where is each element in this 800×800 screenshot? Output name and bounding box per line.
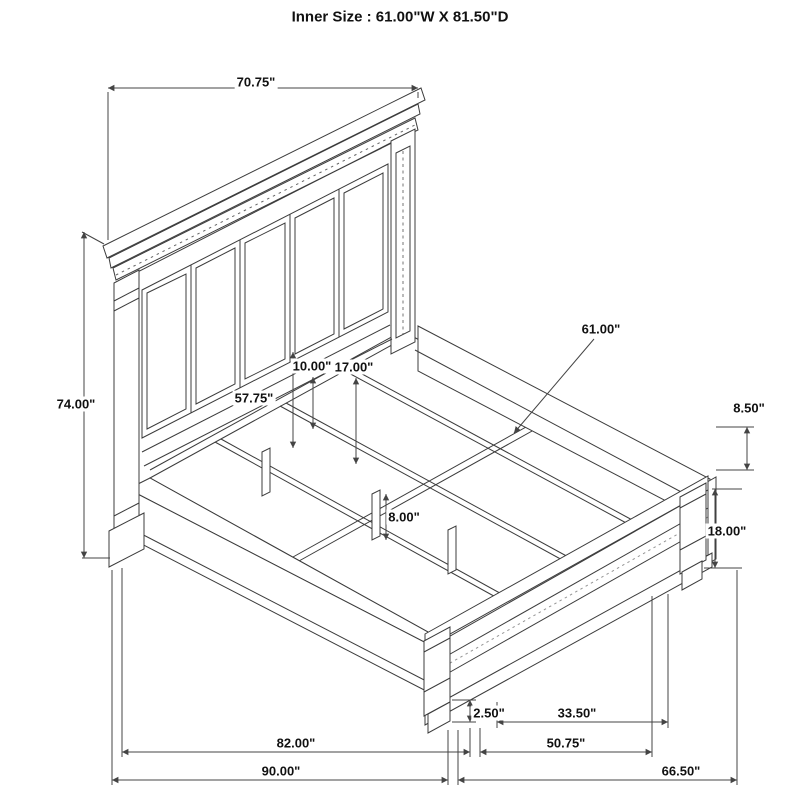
headboard-crown <box>102 87 426 283</box>
dim-label-footboard-inner: 33.50" <box>555 705 599 721</box>
slat-legs <box>261 447 457 575</box>
dim-label-side-rail-height: 8.50" <box>731 400 767 416</box>
dim-label-overall-depth: 90.00" <box>259 763 303 779</box>
dim-label-foot-base-height: 2.50" <box>471 705 507 721</box>
dim-label-side-rail-length: 82.00" <box>274 735 318 751</box>
bed-frame <box>102 87 717 734</box>
side-rails <box>126 325 711 695</box>
dim-label-footboard-width: 50.75" <box>544 735 588 751</box>
diagram-title: Inner Size : 61.00"W X 81.50"D <box>291 8 509 26</box>
headboard-right-post <box>390 128 416 355</box>
dim-label-leg-height: 8.00" <box>386 509 422 525</box>
footboard <box>423 475 717 734</box>
dim-label-inner-width: 61.00" <box>579 321 623 337</box>
dim-label-headboard-height: 74.00" <box>54 396 98 412</box>
dim-label-clearance-10: 10.00" <box>290 358 334 374</box>
headboard-left-post <box>108 269 145 568</box>
dim-label-overall-width: 66.50" <box>659 763 703 779</box>
dim-label-footboard-height: 18.00" <box>705 523 749 539</box>
dim-label-headboard-width: 70.75" <box>234 74 278 90</box>
footboard-left-foot <box>427 701 451 734</box>
dim-label-panel-height: 57.75" <box>232 390 276 406</box>
footboard-right-foot <box>681 560 703 591</box>
dim-label-rail-top-17: 17.00" <box>332 359 376 375</box>
